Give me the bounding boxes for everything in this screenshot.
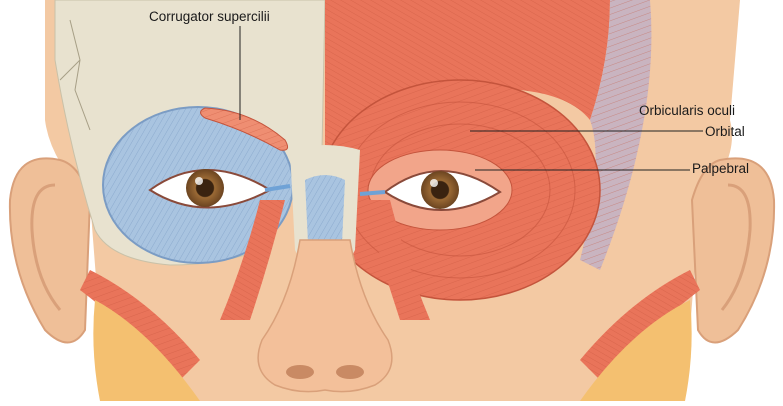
label-palpebral: Palpebral <box>692 161 749 177</box>
label-orbicularis-oculi: Orbicularis oculi <box>639 103 735 119</box>
label-orbital: Orbital <box>705 124 745 140</box>
label-corrugator-supercilii: Corrugator supercilii <box>149 9 270 25</box>
